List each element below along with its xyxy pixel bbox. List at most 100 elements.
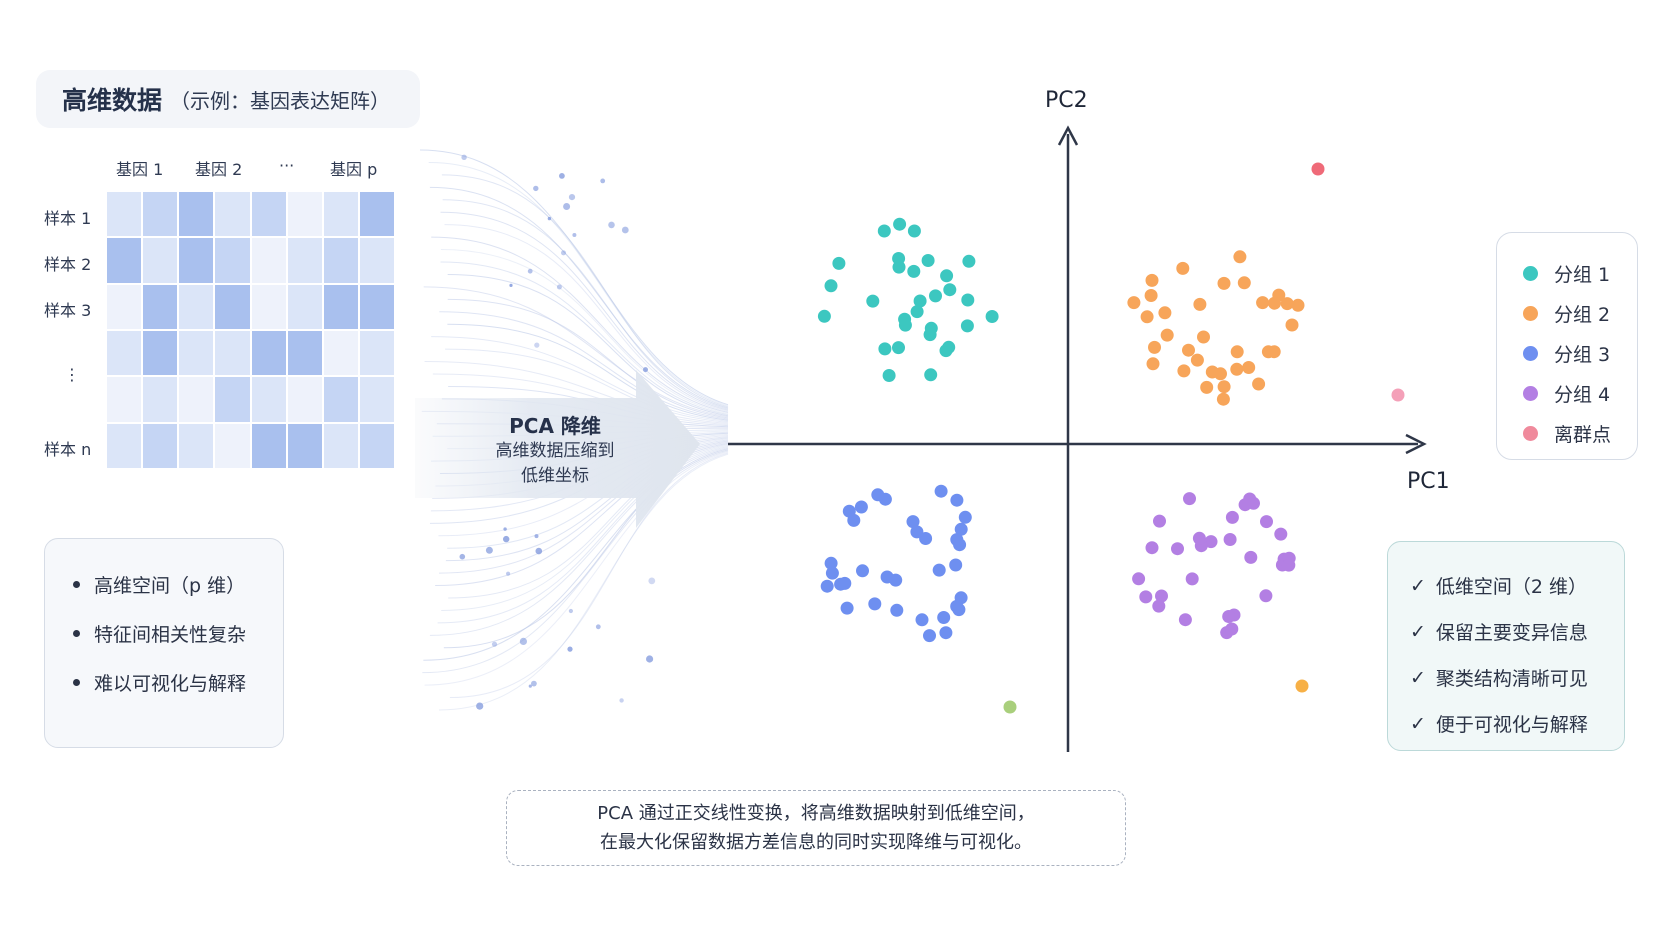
flow-line: [431, 236, 729, 413]
scatter-point: [1158, 306, 1172, 320]
scatter-point: [907, 264, 921, 278]
matrix-cell: [179, 377, 214, 422]
flow-line: [423, 449, 729, 661]
page-title: 高维数据: [62, 86, 163, 115]
scatter-point: [939, 626, 953, 640]
legend-item: 分组 1: [1523, 253, 1637, 293]
matrix-cell: [143, 192, 178, 237]
flow-line: [439, 311, 729, 420]
col-label-ellipsis: ···: [279, 156, 295, 175]
scatter-point: [892, 260, 906, 274]
legend-item: 分组 4: [1523, 373, 1637, 413]
matrix-cell: [251, 423, 286, 468]
scatter-point: [1183, 492, 1196, 506]
matrix-cell: [359, 377, 394, 422]
scatter-point: [1182, 343, 1195, 357]
caption-line-1: PCA 通过正交线性变换，将高维数据映射到低维空间，: [597, 803, 1035, 824]
scatter-point: [1140, 310, 1154, 324]
caption-box: PCA 通过正交线性变换，将高维数据映射到低维空间， 在最大化保留数据方差信息的…: [506, 790, 1126, 866]
legend-label: 分组 3: [1554, 343, 1611, 366]
matrix-cell: [215, 330, 250, 376]
scatter-point: [950, 533, 964, 547]
row-label-sample-3: 样本 3: [44, 301, 92, 320]
scatter-point: [1177, 364, 1191, 378]
flow-line: [445, 348, 729, 423]
scatter-point: [907, 224, 921, 238]
scatter-point: [820, 579, 834, 593]
scatter-point: [929, 289, 942, 303]
scatter-point: [1145, 541, 1159, 555]
scatter-point: [950, 493, 964, 507]
scatter-points: [817, 162, 1405, 714]
matrix-cell: [287, 377, 322, 422]
scatter-point: [1259, 589, 1273, 603]
flow-dot: [547, 216, 552, 221]
flow-dot: [476, 702, 484, 710]
matrix-cell: [143, 284, 178, 329]
row-label-sample-2: 样本 2: [44, 255, 92, 274]
row-label-sample-n: 样本 n: [44, 440, 92, 459]
flow-dot: [595, 624, 601, 630]
flow-dot: [600, 178, 606, 184]
flow-dot: [621, 226, 629, 234]
scatter-point: [856, 564, 869, 578]
outlier-point: [1295, 679, 1309, 693]
matrix-cell: [143, 330, 178, 376]
matrix-cell: [323, 330, 358, 376]
scatter-point: [1192, 531, 1206, 545]
matrix-cell: [359, 330, 394, 376]
scatter-point: [1244, 550, 1258, 564]
pca-arrow-subtitle-1: 高维数据压缩到: [495, 441, 615, 461]
scatter-point: [1225, 510, 1239, 524]
matrix-cell: [323, 377, 358, 422]
scatter-point: [1291, 298, 1305, 312]
scatter-point: [921, 254, 935, 267]
flow-dot: [559, 173, 565, 179]
scatter-point: [824, 556, 838, 570]
scatter-point: [824, 279, 838, 293]
matrix-cell: [359, 192, 394, 237]
matrix-cell: [107, 330, 142, 376]
scatter-point: [940, 269, 954, 283]
matrix-cell: [215, 423, 250, 468]
scatter-point: [1204, 535, 1218, 549]
matrix-cell: [251, 192, 286, 237]
flow-dot: [509, 283, 513, 287]
flow-line: [440, 211, 729, 411]
matrix-cell: [179, 192, 214, 237]
scatter-point: [1127, 296, 1141, 310]
scatter-point: [960, 319, 974, 333]
matrix-cell: [359, 423, 394, 468]
list-item-text: 便于可视化与解释: [1435, 714, 1588, 736]
matrix-cell: [107, 192, 142, 237]
scatter-point: [1282, 558, 1296, 572]
matrix-cell: [179, 284, 214, 329]
flow-line: [422, 450, 729, 674]
pca-arrow-label: PCA 降维 高维数据压缩到 低维坐标: [470, 410, 640, 489]
outlier-point: [1311, 162, 1325, 176]
scatter-point: [985, 310, 999, 323]
legend-item: 离群点: [1523, 413, 1637, 453]
scatter-point: [877, 224, 891, 238]
scatter-point: [1216, 392, 1230, 406]
pc2-axis-label: PC2: [1045, 88, 1088, 113]
scatter-point: [1256, 296, 1270, 310]
scatter-point: [910, 525, 924, 539]
scatter-point: [1171, 542, 1184, 556]
flow-dot: [506, 571, 511, 576]
scatter-point: [854, 500, 868, 514]
list-item: 特征间相关性复杂: [73, 620, 283, 647]
flow-dot: [534, 342, 540, 348]
scatter-point: [1205, 365, 1219, 379]
title-box: 高维数据 （示例：基因表达矩阵）: [36, 70, 420, 128]
legend-swatch-icon: [1523, 385, 1538, 401]
pca-arrow-title: PCA 降维: [509, 414, 601, 438]
row-label-sample-1: 样本 1: [44, 209, 92, 228]
matrix-cell: [287, 284, 322, 329]
matrix-cell: [251, 284, 286, 329]
flow-line: [424, 361, 729, 424]
scatter-point: [1217, 276, 1231, 290]
list-item: ✓低维空间（2 维）: [1410, 572, 1624, 599]
caption-line-2: 在最大化保留数据方差信息的同时实现降维与可视化。: [600, 832, 1032, 853]
